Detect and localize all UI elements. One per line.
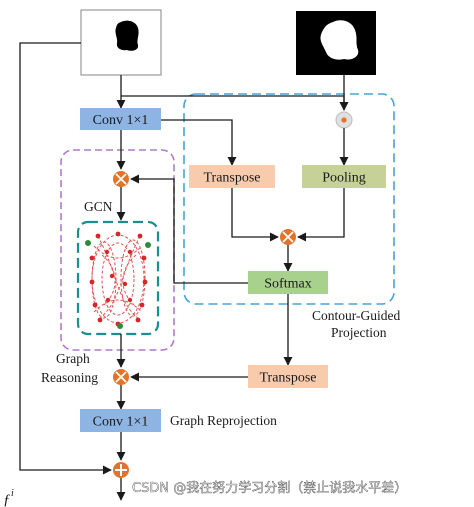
- feature-symbol: ƒ: [3, 492, 11, 507]
- transpose-bottom-box: Transpose: [248, 365, 328, 388]
- conv-bottom-box: Conv 1×1: [80, 409, 161, 432]
- multiply-op-1: [113, 171, 129, 187]
- conv-bottom-label: Conv 1×1: [93, 415, 149, 430]
- contour-multiply-op: [335, 111, 353, 129]
- gcn-region: [76, 220, 160, 336]
- contour-guided-projection-region: [183, 93, 395, 305]
- softmax-box: Softmax: [248, 271, 328, 294]
- pooling-box: Pooling: [302, 165, 386, 188]
- contour-guided-label: Contour-Guided: [312, 308, 400, 323]
- softmax-label: Softmax: [264, 277, 311, 292]
- contour-mask-image: [296, 11, 376, 75]
- gcn-node-green-3: [117, 323, 123, 329]
- multiply-op-2: [280, 229, 296, 245]
- feature-superscript: i: [11, 488, 14, 499]
- input-feature-image: [80, 9, 162, 76]
- add-op: [113, 462, 129, 478]
- watermark: CSDN @我在努力学习分割（禁止说我水平差）: [132, 480, 407, 496]
- transpose-bottom-label: Transpose: [259, 371, 316, 386]
- graph-label: Graph: [56, 351, 90, 366]
- conv-top-box: Conv 1×1: [80, 108, 161, 130]
- gcn-graph-edges: [91, 234, 146, 324]
- graph-reasoning-region: [60, 149, 175, 351]
- gcn-node-green-1: [85, 240, 91, 246]
- pooling-label: Pooling: [322, 171, 366, 186]
- gcn-node-green-2: [145, 242, 151, 248]
- gcn-graph-nodes: [89, 231, 148, 327]
- gcn-label: GCN: [84, 199, 113, 214]
- projection-label: Projection: [331, 325, 387, 340]
- gcn-graph: [85, 231, 151, 329]
- multiply-op-3: [113, 369, 129, 385]
- reasoning-label: Reasoning: [41, 370, 98, 385]
- graph-reprojection-label: Graph Reprojection: [170, 413, 277, 428]
- conv-top-label: Conv 1×1: [93, 113, 149, 128]
- transpose-top-label: Transpose: [203, 171, 260, 186]
- transpose-top-box: Transpose: [189, 165, 275, 188]
